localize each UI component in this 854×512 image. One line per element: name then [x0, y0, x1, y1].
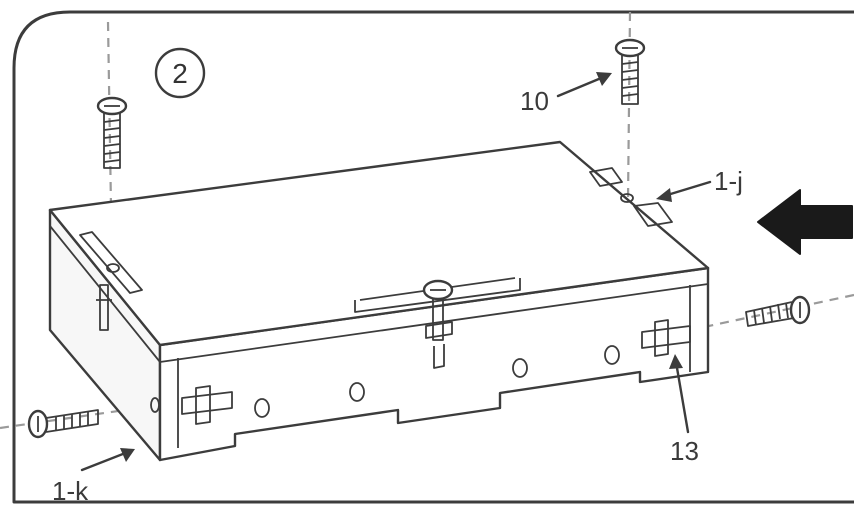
- step-number: 2: [172, 58, 188, 89]
- front-hole: [604, 345, 620, 365]
- arrow-left-icon: [757, 189, 853, 255]
- guide-line-side-right: [689, 293, 854, 332]
- enclosure-box: [48, 140, 710, 462]
- front-hole: [254, 398, 270, 418]
- label-1-j: 1-j: [714, 166, 743, 196]
- lid-slot-right: [589, 167, 673, 227]
- front-bracket-left: [181, 385, 233, 425]
- label-1-k: 1-k: [52, 476, 89, 506]
- label-bracket-13: 13: [670, 436, 699, 466]
- label-screw-10: 10: [520, 86, 549, 116]
- front-hole: [349, 382, 365, 402]
- front-hole: [512, 358, 528, 378]
- lid-slot-left: [79, 231, 143, 294]
- screw-top-left: [96, 96, 128, 169]
- left-face-hole: [150, 397, 160, 413]
- screw-hole-right: [620, 193, 634, 203]
- step-badge: 2: [154, 47, 206, 99]
- screw-hole-left: [106, 263, 120, 273]
- screw-side-right: [745, 295, 811, 327]
- panel-frame: [12, 10, 854, 504]
- center-screw: [422, 279, 454, 369]
- left-clip: [96, 284, 112, 331]
- screw-top-right: [614, 38, 646, 105]
- callout-arrows: [80, 72, 712, 472]
- screw-side-left: [27, 409, 99, 439]
- front-bracket-right: [641, 319, 691, 357]
- box-lid-edge: [49, 210, 709, 363]
- box-top-face: [48, 140, 710, 347]
- front-holes: [254, 345, 620, 418]
